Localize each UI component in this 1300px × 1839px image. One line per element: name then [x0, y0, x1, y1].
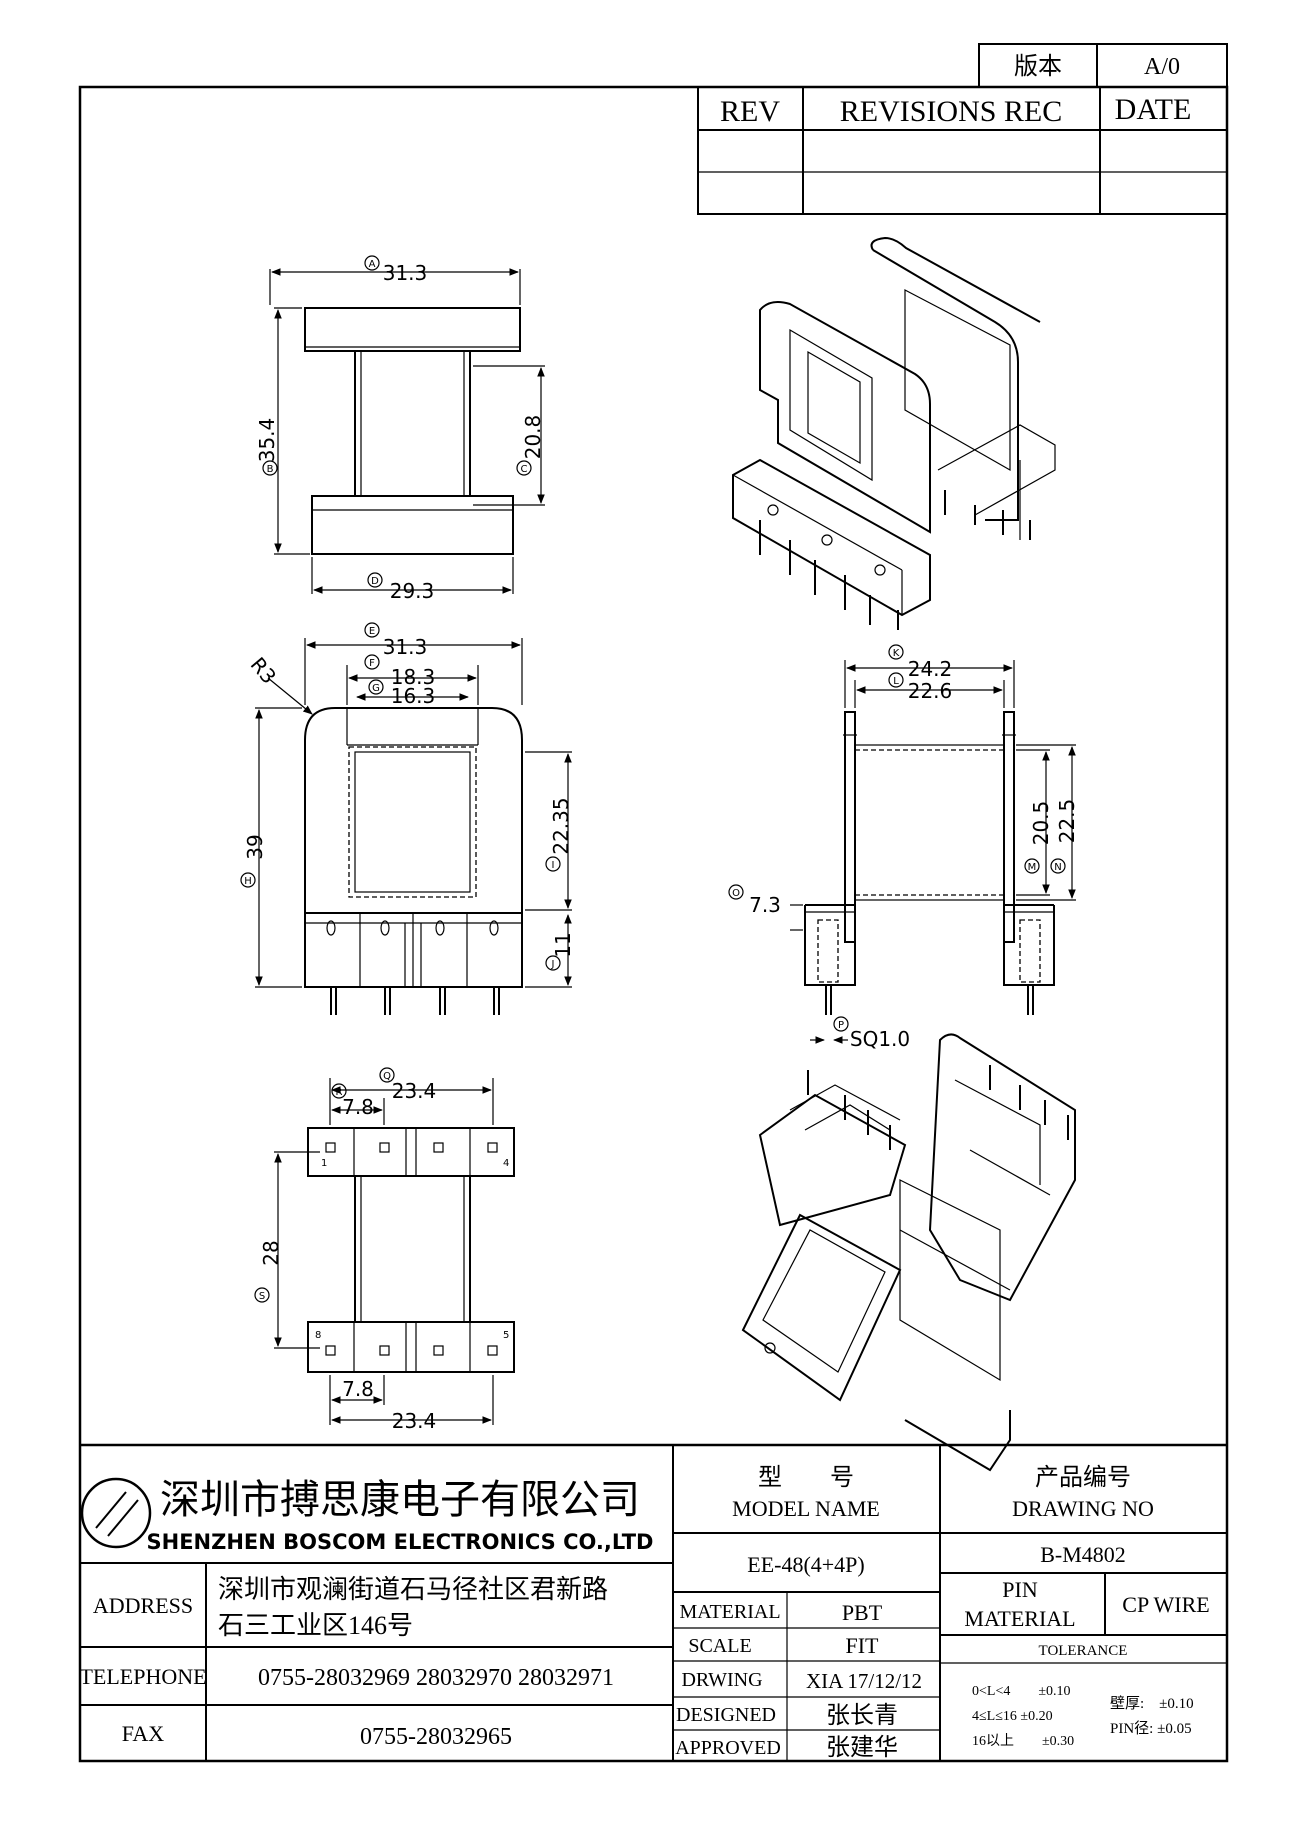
drawing-label-en: DRAWING NO	[1012, 1496, 1154, 1521]
drawing-by-label: DRWING	[681, 1669, 762, 1691]
designed-label: DESIGNED	[676, 1704, 776, 1726]
dim-i-value: 22.35	[549, 797, 573, 854]
dim-l-value: 22.6	[908, 679, 953, 703]
date-header: DATE	[1115, 93, 1192, 126]
side-view: K 24.2 L 22.6 M 20.5 N 22.5 O 7.3 P SQ1.…	[728, 644, 1079, 1051]
dim-q-value: 23.4	[392, 1079, 437, 1103]
address-label: ADDRESS	[93, 1593, 193, 1618]
drawing-label-cn: 产品编号	[1035, 1464, 1131, 1491]
material-label: MATERIAL	[679, 1601, 780, 1623]
dim-bottom-pitch-value: 7.8	[342, 1377, 374, 1401]
telephone-label: TELEPHONE	[79, 1664, 206, 1689]
dim-a-value: 31.3	[383, 261, 428, 285]
tolerance-row-1: 0<L<4 ±0.10	[972, 1684, 1071, 1699]
svg-text:Q: Q	[383, 1071, 391, 1082]
company-logo-stroke	[95, 1491, 127, 1529]
company-name-cn: 深圳市搏思康电子有限公司	[160, 1477, 640, 1522]
wall-tolerance: 壁厚: ±0.10	[1110, 1695, 1194, 1712]
dim-r-value: 7.8	[342, 1095, 374, 1119]
dim-n-value: 22.5	[1055, 799, 1079, 844]
model-label-en: MODEL NAME	[732, 1496, 880, 1521]
version-value: A/0	[1144, 54, 1180, 80]
svg-text:N: N	[1054, 862, 1061, 873]
drawing-by-value: XIA 17/12/12	[806, 1669, 922, 1693]
svg-text:R: R	[336, 1087, 343, 1098]
dim-p-value: SQ1.0	[850, 1027, 910, 1051]
svg-text:I: I	[552, 860, 555, 871]
pin-tolerance: PIN径: ±0.05	[1110, 1720, 1192, 1737]
pin-material-label-1: PIN	[1002, 1577, 1038, 1602]
pin-material-value: CP WIRE	[1122, 1592, 1209, 1617]
company-name-en: SHENZHEN BOSCOM ELECTRONICS CO.,LTD	[147, 1530, 654, 1554]
front-view: E 31.3 F 18.3 G 16.3 R3 H 39 I 22.35 J 1…	[240, 622, 575, 1015]
svg-text:P: P	[838, 1020, 844, 1031]
revision-table: 版本 A/0 REV REVISIONS REC DATE	[697, 43, 1228, 215]
company-logo	[80, 1477, 152, 1549]
isometric-view-bottom	[741, 1033, 1076, 1472]
rev-header: REV	[720, 95, 780, 128]
dim-m-value: 20.5	[1029, 801, 1053, 846]
dim-k-value: 24.2	[908, 657, 953, 681]
address-line-1: 深圳市观澜街道石马径社区君新路	[218, 1575, 608, 1604]
version-label: 版本	[1014, 53, 1062, 80]
pin-number-1: 1	[321, 1158, 327, 1169]
svg-text:G: G	[372, 683, 380, 694]
svg-text:H: H	[244, 876, 252, 887]
dim-o-value: 7.3	[749, 893, 781, 917]
tolerance-row-3: 16以上 ±0.30	[972, 1733, 1074, 1749]
drawing-no-value: B-M4802	[1040, 1542, 1126, 1567]
dim-d-value: 29.3	[390, 579, 435, 603]
model-label-cn: 型 号	[758, 1464, 854, 1491]
tolerance-label: TOLERANCE	[1039, 1643, 1128, 1659]
svg-text:S: S	[259, 1291, 265, 1302]
radius-label: R3	[246, 653, 281, 689]
tolerance-row-2: 4≤L≤16 ±0.20	[972, 1709, 1053, 1724]
designed-value: 张长青	[826, 1702, 898, 1729]
svg-text:B: B	[267, 464, 274, 475]
top-view: A 31.3 B 35.4 C 20.8 D 29.3	[255, 255, 545, 603]
model-value: EE-48(4+4P)	[747, 1552, 865, 1577]
svg-text:K: K	[893, 648, 900, 659]
pin-material-label-2: MATERIAL	[964, 1606, 1075, 1631]
material-value: PBT	[842, 1600, 883, 1625]
dim-g-value: 16.3	[391, 684, 436, 708]
scale-label: SCALE	[688, 1635, 751, 1657]
dim-c-value: 20.8	[521, 415, 545, 460]
svg-text:O: O	[732, 888, 740, 899]
telephone-value: 0755-28032969 28032970 28032971	[258, 1665, 614, 1691]
dim-e-value: 31.3	[383, 635, 428, 659]
svg-text:D: D	[371, 576, 379, 587]
dim-j-value: 11	[551, 932, 575, 957]
address-line-2: 石三工业区146号	[218, 1611, 413, 1640]
svg-text:L: L	[893, 676, 899, 687]
svg-text:J: J	[551, 959, 555, 970]
fax-label: FAX	[122, 1721, 164, 1746]
pin-number-4: 4	[503, 1158, 509, 1169]
fax-value: 0755-28032965	[360, 1724, 512, 1750]
dim-bottom-span-value: 23.4	[392, 1409, 437, 1433]
svg-text:A: A	[369, 259, 376, 270]
approved-value: 张建华	[826, 1734, 898, 1761]
title-block: 深圳市搏思康电子有限公司 SHENZHEN BOSCOM ELECTRONICS…	[79, 1443, 1227, 1761]
svg-text:E: E	[369, 626, 375, 637]
pin-number-5: 5	[503, 1330, 509, 1341]
svg-text:M: M	[1028, 862, 1037, 873]
sheet-border	[78, 85, 1229, 1763]
bottom-view: 1 4 5 8 Q 23.4 R 7.8 S 28 7.8 23.4	[254, 1067, 515, 1433]
revisions-rec-header: REVISIONS REC	[840, 95, 1063, 128]
svg-text:C: C	[521, 464, 528, 475]
isometric-view-top	[732, 236, 1056, 630]
dim-f-value: 18.3	[391, 665, 436, 689]
approved-label: APPROVED	[675, 1737, 781, 1759]
pin-number-8: 8	[315, 1330, 321, 1341]
svg-text:F: F	[369, 658, 375, 669]
company-logo-stroke	[107, 1499, 139, 1537]
scale-value: FIT	[846, 1633, 880, 1658]
dim-s-value: 28	[259, 1240, 283, 1265]
dim-h-value: 39	[243, 834, 267, 859]
dim-b-value: 35.4	[255, 418, 279, 463]
